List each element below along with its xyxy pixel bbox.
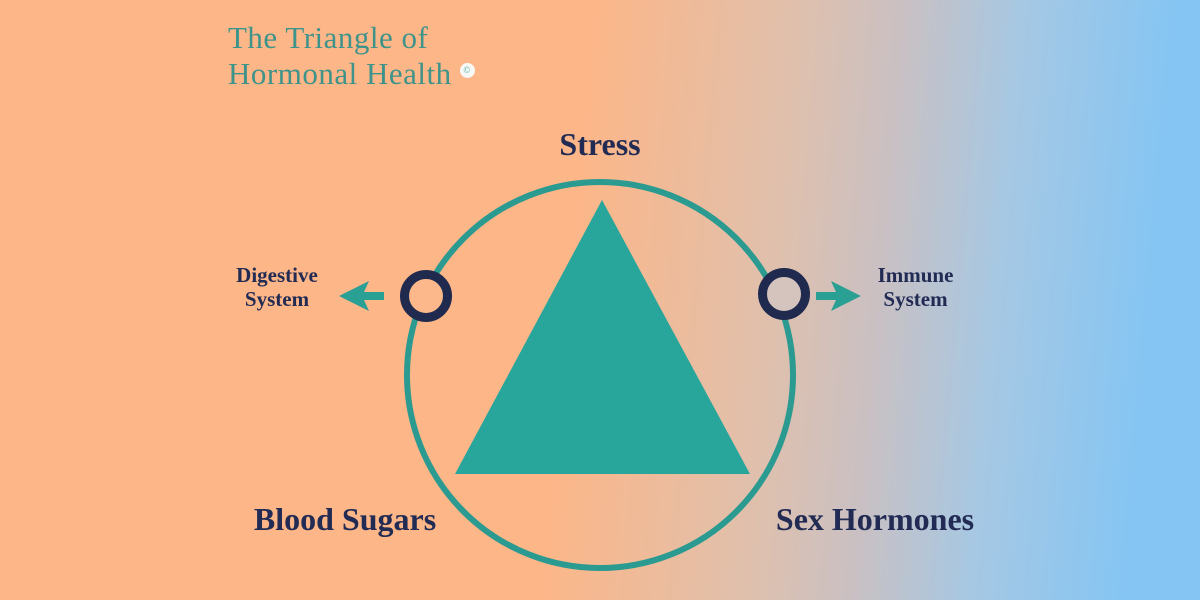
copyright-icon: © xyxy=(459,62,475,78)
page-title: The Triangle of Hormonal Health © xyxy=(228,20,475,92)
callout-immune-line2: System xyxy=(883,287,948,311)
callout-immune-line1: Immune xyxy=(877,263,954,287)
label-stress: Stress xyxy=(559,126,641,162)
circle-outline xyxy=(404,179,796,571)
callout-immune-system: Immune System xyxy=(838,263,993,311)
page-title-line2: Hormonal Health xyxy=(228,56,452,91)
right-arrow-icon xyxy=(816,281,861,311)
right-node-ring xyxy=(758,268,810,320)
left-node-ring xyxy=(400,270,452,322)
page-title-line1: The Triangle of xyxy=(228,20,429,55)
callout-digestive-system: Digestive System xyxy=(197,263,357,311)
label-blood-sugars: Blood Sugars xyxy=(253,501,437,537)
label-sex-hormones: Sex Hormones xyxy=(775,501,975,537)
left-arrow-icon xyxy=(339,281,384,311)
callout-digestive-line1: Digestive xyxy=(236,263,318,287)
triangle-shape xyxy=(455,200,750,474)
callout-digestive-line2: System xyxy=(244,287,310,311)
